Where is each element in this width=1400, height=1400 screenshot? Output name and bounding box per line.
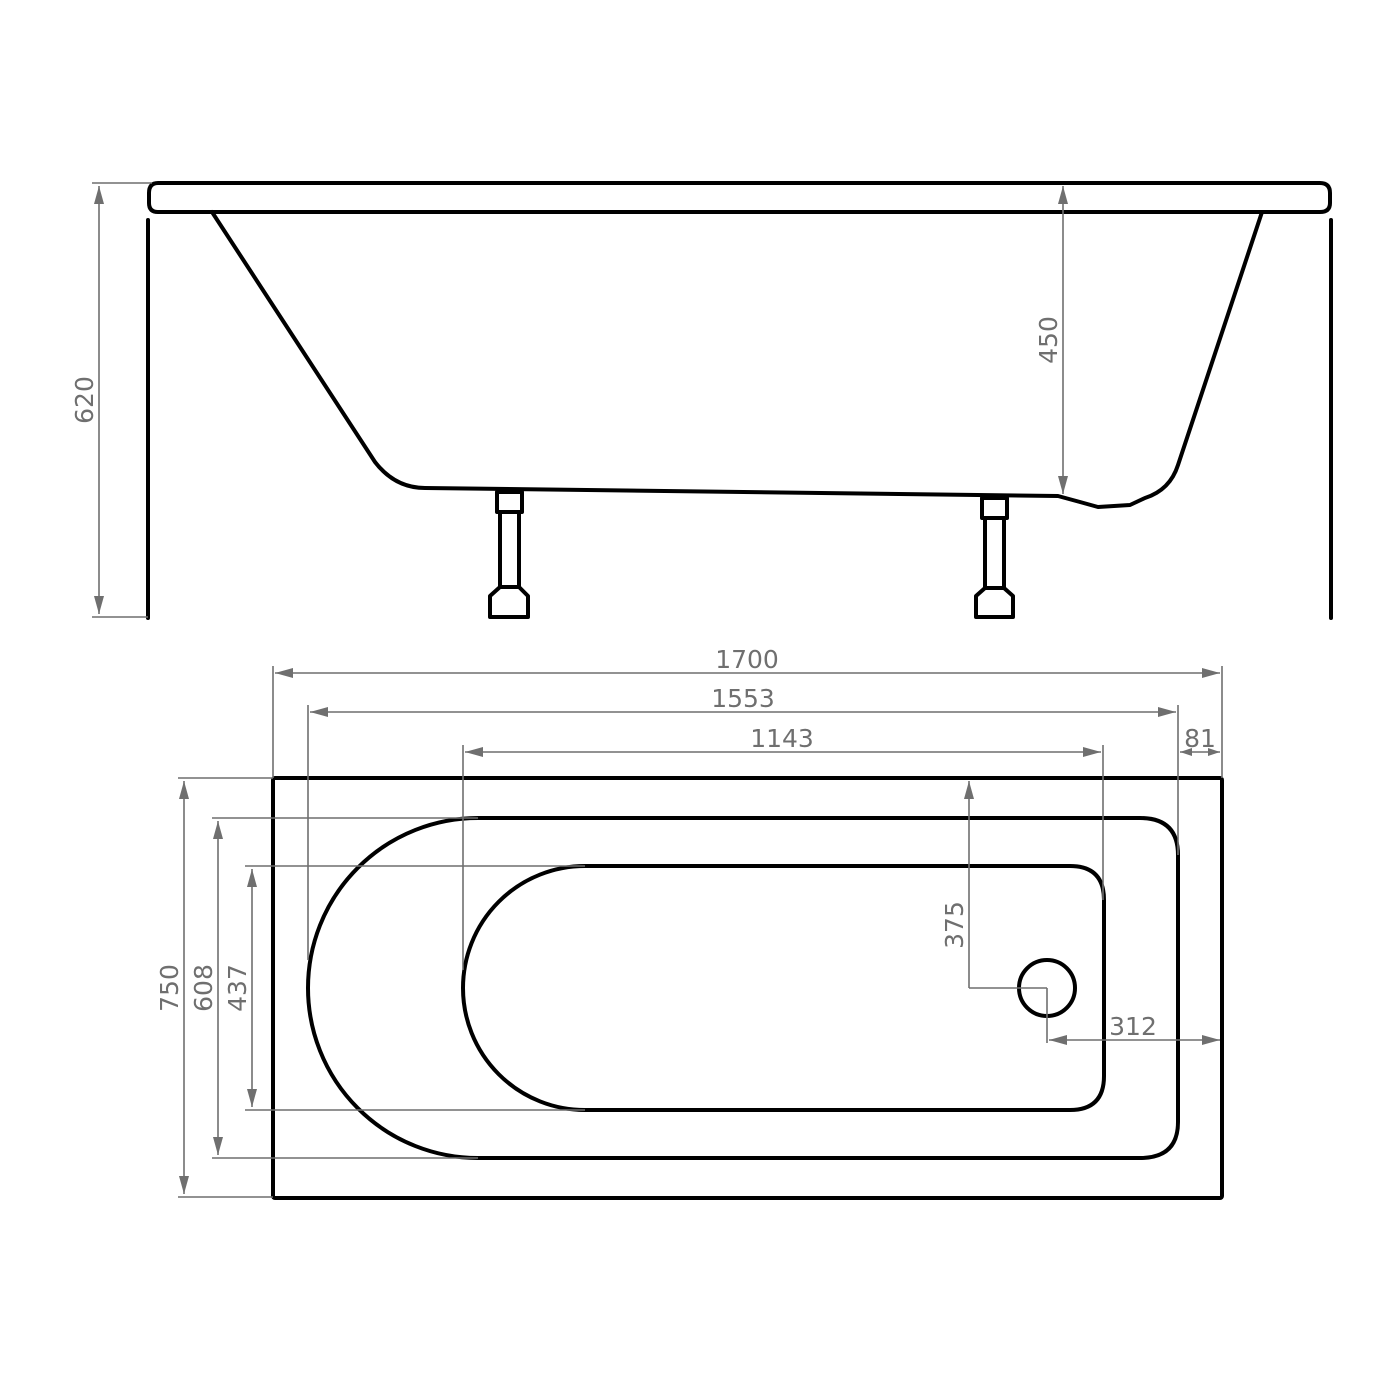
dimension-label: 1700	[715, 645, 779, 674]
arrowhead	[247, 869, 257, 887]
dimension-label: 1553	[711, 684, 775, 713]
leg-foot	[974, 586, 1015, 619]
arrowhead	[213, 1137, 223, 1155]
support-leg-left	[488, 490, 530, 619]
dimension-label: 450	[1034, 316, 1063, 364]
leg-shaft	[498, 510, 521, 589]
dimension-overall-width: 750	[155, 777, 273, 1198]
tub-bottom-outline	[461, 864, 1106, 1112]
leg-foot	[488, 585, 530, 619]
arrowhead	[1208, 748, 1220, 756]
arrowhead	[1058, 476, 1068, 494]
arrowhead	[310, 707, 328, 717]
dimension-rim-inner-length: 1553	[307, 684, 1179, 960]
dimension-rim-inner-width: 608	[189, 817, 478, 1159]
dimension-bottom-width: 437	[223, 865, 585, 1111]
arrowhead	[275, 668, 293, 678]
arrowhead	[1058, 186, 1068, 204]
dimension-overall-height: 620	[70, 182, 152, 618]
arrowhead	[179, 1176, 189, 1194]
tub-outer-rim	[271, 776, 1224, 1200]
leg-shaft	[983, 516, 1006, 590]
arrowhead	[1158, 707, 1176, 717]
support-leg-right	[974, 496, 1015, 619]
dimension-label: 750	[155, 964, 184, 1012]
arrowhead	[247, 1089, 257, 1107]
rim-inner-edge	[306, 816, 1180, 1160]
dimension-label: 375	[940, 901, 969, 949]
arrowhead	[1202, 668, 1220, 678]
leg-top-block	[495, 490, 524, 514]
arrowhead	[213, 821, 223, 839]
dimension-rim-offset: 81	[1180, 724, 1220, 756]
dimension-label: 1143	[750, 724, 814, 753]
side-view: 620 450	[70, 181, 1333, 620]
dimension-bottom-length: 1143	[462, 724, 1104, 970]
dimension-overall-length: 1700	[272, 645, 1223, 778]
dimension-label: 608	[189, 964, 218, 1012]
dimension-label: 81	[1184, 724, 1216, 753]
dimension-label: 620	[70, 376, 99, 424]
dimension-inner-depth: 450	[1034, 186, 1068, 494]
arrowhead	[1180, 748, 1192, 756]
dimension-label: 312	[1109, 1012, 1157, 1041]
arrowhead	[179, 781, 189, 799]
top-view: 1700 1553 1143 81	[155, 645, 1224, 1200]
arrowhead	[94, 596, 104, 614]
arrowhead	[1202, 1035, 1220, 1045]
dimension-drain-from-top: 375	[940, 781, 1047, 989]
arrowhead	[1049, 1035, 1067, 1045]
tub-rim-profile	[147, 181, 1332, 214]
leg-top-block	[980, 496, 1009, 520]
dimension-drain-from-end: 312	[1046, 988, 1220, 1045]
arrowhead	[964, 781, 974, 799]
arrowhead	[465, 747, 483, 757]
arrowhead	[1083, 747, 1101, 757]
tub-basin-profile	[210, 210, 1264, 509]
dimension-label: 437	[223, 964, 252, 1012]
arrowhead	[94, 186, 104, 204]
